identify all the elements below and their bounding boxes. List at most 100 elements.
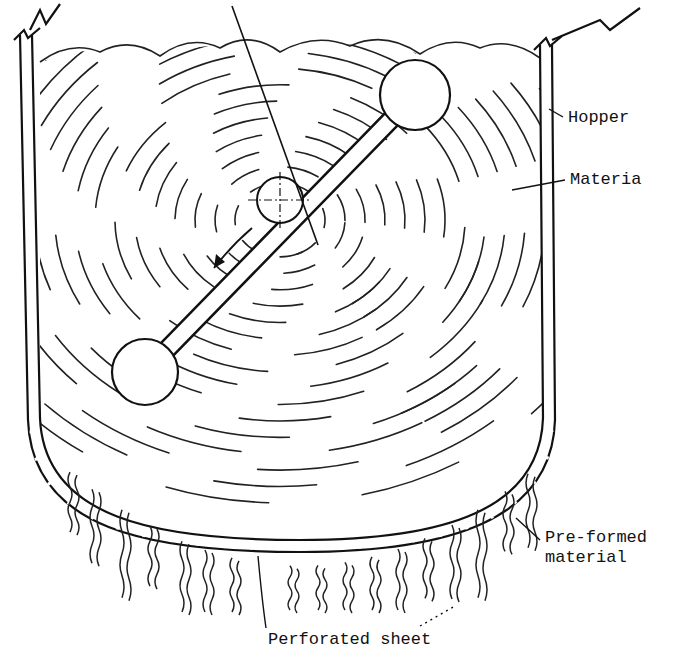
rotor	[112, 60, 450, 405]
material-stroke	[175, 179, 187, 218]
material-stroke	[45, 404, 127, 455]
material-stroke	[407, 342, 475, 392]
material-stroke	[323, 209, 325, 228]
preformed-strand	[526, 474, 530, 548]
material-stroke	[156, 163, 176, 207]
preformed-strand	[510, 494, 514, 554]
material-stroke	[335, 223, 345, 248]
material-stroke	[195, 426, 289, 437]
material-stroke	[615, 202, 625, 287]
preformed-strand	[396, 549, 400, 610]
material-stroke	[184, 254, 214, 286]
material-stroke	[424, 125, 459, 181]
preformed-strand	[343, 562, 347, 610]
material-stroke	[96, 147, 118, 207]
preformed-strand	[450, 525, 454, 599]
part-label: Hopper	[568, 108, 629, 128]
material-stroke	[336, 333, 403, 364]
material-stroke	[284, 265, 315, 273]
material-stroke	[194, 354, 268, 371]
leader-line	[232, 6, 318, 245]
material-stroke	[216, 135, 261, 151]
material-stroke	[56, 235, 80, 304]
material-stroke	[235, 206, 238, 225]
material-stroke	[425, 369, 500, 421]
material-stroke	[329, 423, 421, 451]
material-stroke	[83, 411, 170, 453]
material-stroke	[511, 83, 554, 156]
preformed-strand	[533, 477, 537, 551]
material-stroke	[166, 487, 269, 503]
material-stroke	[295, 337, 363, 354]
material-stroke	[476, 99, 516, 166]
material-stroke	[162, 74, 230, 103]
material-stroke	[168, 3, 260, 23]
material-surface	[40, 40, 540, 62]
material-stroke	[195, 194, 201, 227]
material-stroke	[232, 170, 259, 185]
material-stroke	[311, 363, 388, 386]
preformed-strand	[127, 513, 131, 601]
material-stroke	[214, 481, 317, 487]
rotation-arrow	[214, 228, 252, 268]
material-stroke	[343, 237, 363, 267]
material-stroke	[160, 56, 235, 84]
material-stroke	[272, 284, 313, 289]
material-stroke	[332, 24, 416, 53]
material-stroke	[79, 251, 110, 313]
material-stroke	[430, 300, 482, 357]
material-stroke	[397, 0, 486, 14]
material-stroke	[445, 228, 465, 289]
material-stroke	[343, 258, 374, 289]
material-stroke	[299, 69, 372, 88]
material-stroke	[41, 63, 97, 126]
material-stroke	[115, 222, 131, 278]
material-stroke	[219, 85, 289, 95]
material-stroke	[215, 205, 218, 232]
material-stroke	[352, 269, 390, 304]
material-stroke	[258, 462, 358, 470]
preformed-strand	[187, 544, 191, 615]
material-stroke	[532, 343, 591, 414]
material-stroke	[493, 91, 535, 161]
preformed-strand	[370, 557, 374, 610]
material-stroke	[356, 189, 365, 222]
material-stroke	[15, 193, 22, 271]
preformed-strand	[430, 541, 434, 601]
preformed-strand	[210, 553, 214, 615]
preformed-strand	[90, 489, 94, 563]
material-stroke	[362, 462, 458, 495]
material-stroke	[373, 383, 455, 423]
material-stroke	[147, 427, 241, 452]
material-stroke	[38, 0, 118, 42]
material-stroke	[502, 233, 525, 306]
material-stroke	[337, 195, 345, 221]
preformed-strand	[180, 541, 184, 612]
material-stroke	[336, 282, 380, 312]
material-stroke	[78, 128, 108, 191]
material-stroke	[214, 118, 268, 133]
preformed-strand	[403, 552, 407, 613]
material-stroke	[401, 366, 476, 414]
material-stroke	[126, 123, 165, 171]
preformed-strand	[155, 529, 159, 589]
preformed-strand	[503, 491, 507, 551]
preformed-strand	[350, 565, 354, 613]
material-stroke	[0, 167, 3, 248]
preformed-strand	[120, 510, 124, 598]
preformed-strand	[377, 560, 381, 613]
material-stroke	[21, 317, 77, 383]
material-stroke	[137, 238, 160, 287]
preformed-strand	[148, 526, 152, 586]
material-stroke	[230, 314, 286, 323]
material-stroke	[443, 262, 479, 323]
material-stroke	[160, 248, 188, 289]
material-stroke	[437, 179, 445, 237]
material-stroke	[441, 378, 517, 433]
preformed-strand	[203, 550, 207, 612]
material-stroke	[554, 286, 595, 363]
leader-lines	[258, 109, 565, 628]
part-label: Pre-formed material	[545, 528, 657, 568]
material-stroke	[588, 222, 605, 305]
